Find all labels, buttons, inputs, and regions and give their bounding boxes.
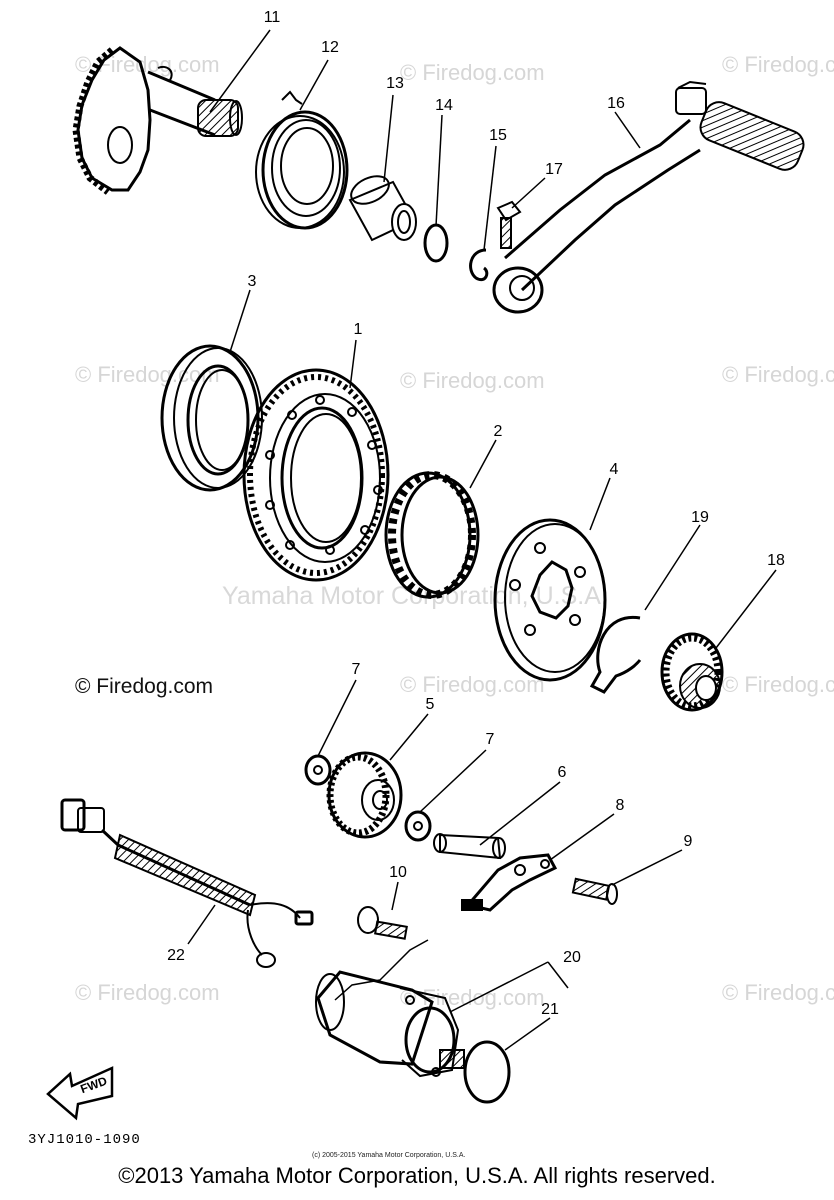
callout-8: 8	[615, 797, 625, 814]
footer-copyright: ©2013 Yamaha Motor Corporation, U.S.A. A…	[118, 1163, 716, 1188]
callout-17: 17	[545, 161, 563, 178]
part-12-torsion-spring	[255, 90, 349, 230]
watermark: © Firedog.com	[400, 368, 545, 393]
part-15-circlip	[469, 248, 489, 282]
callout-19: 19	[691, 509, 709, 526]
part-3-oil-seal	[160, 344, 263, 492]
watermark: © Firedog.com	[722, 362, 834, 387]
callout-14: 14	[435, 97, 453, 114]
watermark: © Firedog.com	[722, 672, 834, 697]
callout-12: 12	[321, 39, 339, 56]
callout-13: 13	[386, 75, 404, 92]
part-7-washer	[304, 754, 332, 786]
part-13-collar	[348, 175, 417, 242]
leader-lines	[187, 29, 777, 1051]
callout-20: 20	[563, 949, 581, 966]
part-11-kick-shaft	[72, 46, 243, 195]
callout-9: 9	[683, 833, 693, 850]
callout-16: 16	[607, 95, 625, 112]
part-9-screw	[571, 877, 618, 905]
diagram-code: 3YJ1010-1090	[28, 1132, 141, 1148]
part-16-kick-crank	[492, 80, 805, 314]
watermark: © Firedog.com	[400, 672, 545, 697]
callout-3: 3	[247, 273, 257, 290]
part-19-clip	[589, 615, 642, 694]
part-18-idler-gear	[660, 632, 724, 712]
callout-7: 7	[485, 731, 495, 748]
part-2-bearing	[384, 471, 480, 599]
callout-21: 21	[541, 1001, 559, 1018]
callout-2: 2	[493, 423, 503, 440]
callout-7: 7	[351, 661, 361, 678]
callout-18: 18	[767, 552, 785, 569]
callout-5: 5	[425, 696, 435, 713]
callout-1: 1	[353, 321, 363, 338]
callout-4: 4	[609, 461, 619, 478]
part-14-washer	[423, 223, 449, 263]
callout-22: 22	[167, 947, 185, 964]
part-8-bracket	[461, 853, 558, 912]
part-21-o-ring	[463, 1040, 511, 1104]
fine-print-copyright: (c) 2005-2015 Yamaha Motor Corporation, …	[312, 1152, 466, 1159]
watermark: © Firedog.com	[75, 52, 220, 77]
part-4-starter-clutch-assy	[493, 518, 607, 682]
part-10-bolt	[357, 906, 408, 940]
part-20-starter-motor	[315, 970, 465, 1078]
part-5-idler-gear	[326, 751, 403, 839]
part-1-starter-clutch-gear	[242, 368, 390, 582]
callout-11: 11	[263, 9, 281, 26]
part-6-shaft	[433, 833, 506, 860]
watermark-center: Yamaha Motor Corporation, U.S.A.	[222, 582, 608, 610]
watermark: © Firedog.com	[722, 52, 834, 77]
callout-15: 15	[489, 127, 507, 144]
part-17-bolt	[496, 200, 522, 249]
watermark-firedog: © Firedog.com	[75, 675, 214, 698]
callout-6: 6	[557, 764, 567, 781]
watermark: © Firedog.com	[75, 980, 220, 1005]
watermark: © Firedog.com	[722, 980, 834, 1005]
callout-10: 10	[389, 864, 407, 881]
watermark: © Firedog.com	[400, 60, 545, 85]
fwd-arrow-shape	[46, 1066, 114, 1121]
part-7-washer	[404, 810, 432, 842]
part-22-lead-wire	[60, 798, 314, 968]
